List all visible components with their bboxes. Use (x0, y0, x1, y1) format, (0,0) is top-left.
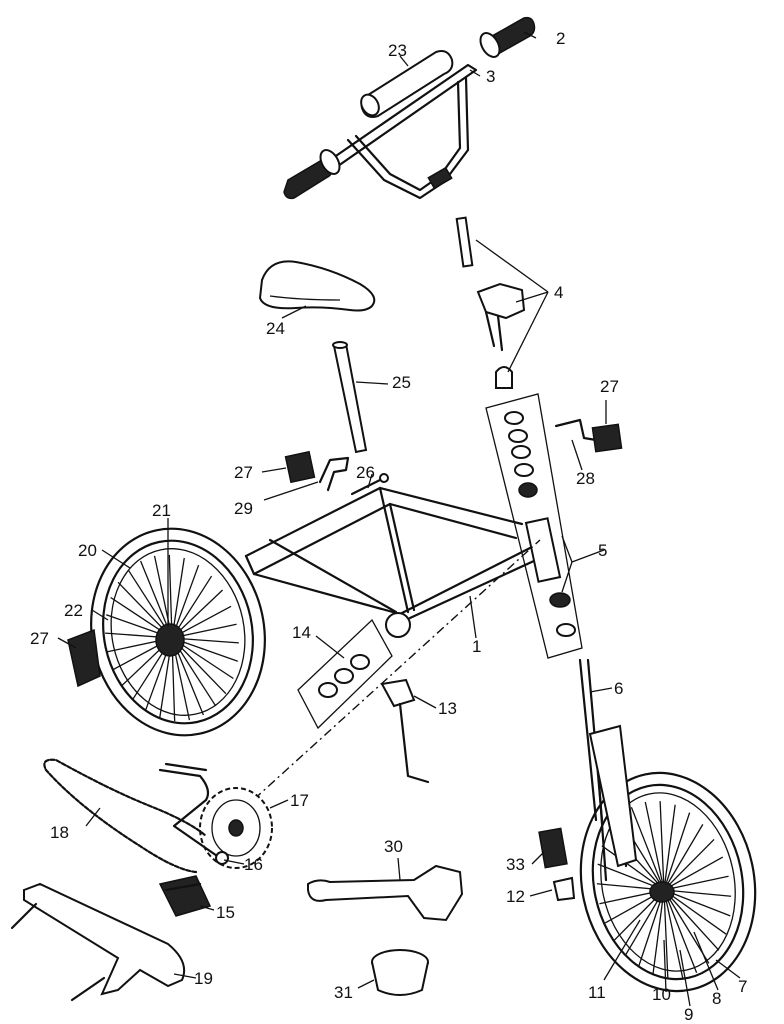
part-label-5: 5 (598, 541, 607, 560)
spoke (663, 804, 676, 891)
spoke (663, 889, 731, 917)
part-label-19: 19 (194, 969, 213, 988)
front-wheel (579, 771, 757, 993)
chainring (199, 787, 273, 869)
crank-arm (158, 762, 229, 865)
stem-assembly (455, 216, 526, 389)
spoke (663, 889, 698, 974)
chain-guard (10, 882, 186, 1002)
part-label-9: 9 (684, 1005, 693, 1024)
seat-clamp (350, 473, 389, 496)
bottom-bracket-panel (239, 539, 541, 813)
spoke (663, 875, 729, 891)
part-label-14: 14 (292, 623, 311, 642)
part-label-33: 33 (506, 855, 525, 874)
seat-post (332, 341, 368, 454)
spoke (644, 801, 665, 891)
left-grip (283, 149, 341, 200)
leader-lines (57, 31, 741, 1007)
reflector-bracket (554, 418, 623, 453)
part-label-15: 15 (216, 903, 235, 922)
frame (244, 486, 562, 638)
part-label-21: 21 (152, 501, 171, 520)
wheel-reflector (538, 827, 568, 869)
spoke (663, 812, 691, 891)
part-label-10: 10 (652, 985, 671, 1004)
part-label-30: 30 (384, 837, 403, 856)
chain (43, 758, 208, 874)
part-label-27-right: 27 (600, 377, 619, 396)
part-label-26: 26 (356, 463, 375, 482)
seat-reflector (284, 450, 316, 484)
part-label-27-seat: 27 (234, 463, 253, 482)
saddle (258, 260, 376, 312)
part-label-7: 7 (738, 977, 747, 996)
part-labels: 2 3 23 4 24 25 27 28 27 29 26 5 1 14 13 … (30, 29, 747, 1024)
part-label-25: 25 (392, 373, 411, 392)
kickstand (380, 678, 430, 784)
part-label-2: 2 (556, 29, 565, 48)
part-label-27-rear: 27 (30, 629, 49, 648)
part-label-4: 4 (554, 283, 563, 302)
part-label-22: 22 (64, 601, 83, 620)
spoke (663, 889, 720, 951)
spoke (663, 824, 704, 891)
spoke (663, 889, 727, 935)
one-piece-crank (307, 864, 464, 922)
part-label-13: 13 (438, 699, 457, 718)
part-label-31: 31 (334, 983, 353, 1002)
spoke (601, 845, 665, 891)
pedal (158, 875, 212, 917)
part-label-23: 23 (388, 41, 407, 60)
crossbar-pad (360, 50, 454, 118)
bearing-cup (371, 949, 429, 996)
part-label-16: 16 (244, 855, 263, 874)
part-label-8: 8 (712, 989, 721, 1008)
part-label-18: 18 (50, 823, 69, 842)
spoke (652, 889, 665, 976)
spoke (663, 889, 732, 897)
seat-reflector-bracket (318, 456, 350, 492)
part-label-12: 12 (506, 887, 525, 906)
part-label-6: 6 (614, 679, 623, 698)
headset-panel (485, 393, 583, 659)
rear-reflector (67, 628, 101, 688)
spoke (663, 889, 669, 979)
part-label-20: 20 (78, 541, 97, 560)
part-label-1: 1 (472, 637, 481, 656)
part-label-24: 24 (266, 319, 285, 338)
part-label-3: 3 (486, 67, 495, 86)
part-label-28: 28 (576, 469, 595, 488)
part-label-29: 29 (234, 499, 253, 518)
spoke (630, 806, 665, 891)
spoke (663, 889, 684, 979)
spoke (637, 889, 665, 968)
spoke (663, 856, 724, 891)
fork (578, 658, 638, 882)
right-grip (479, 16, 536, 58)
spoke (659, 801, 665, 891)
spoke (663, 838, 715, 891)
rear-wheel (90, 527, 266, 737)
reflector-clip (552, 876, 576, 902)
part-label-11: 11 (588, 983, 606, 1002)
part-label-17: 17 (290, 791, 309, 810)
